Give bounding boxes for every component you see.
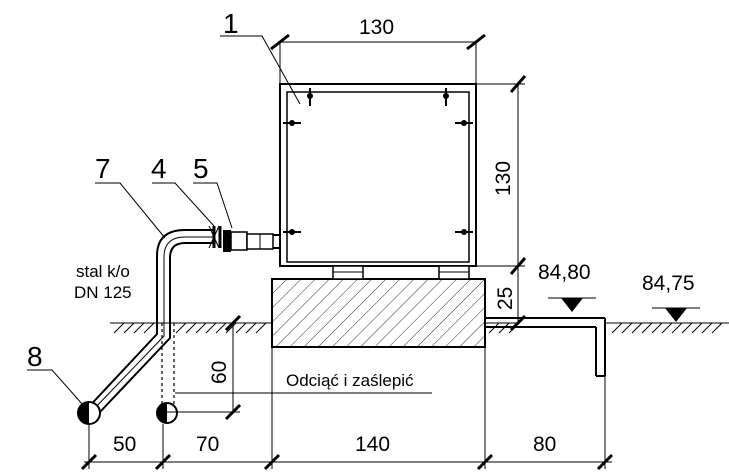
leader-lines — [27, 35, 301, 406]
equipment-cabinet — [279, 83, 477, 280]
elevation-b-text: 84,75 — [642, 272, 695, 295]
connector-item-5 — [223, 230, 280, 252]
pipe-material-text: stal k/o — [76, 262, 130, 281]
ground-hatch-left — [113, 322, 267, 334]
pipe-diameter-text: DN 125 — [74, 283, 132, 302]
pipe-run — [83, 229, 215, 413]
dim-bottom-70-text: 70 — [196, 433, 219, 456]
dim-depth — [167, 314, 242, 421]
flange-item-4 — [208, 225, 222, 249]
elevation-marker-icon — [652, 307, 700, 322]
bolt-icon — [443, 88, 449, 106]
outlet-pipe — [485, 317, 606, 377]
elevation-marker-icon — [548, 297, 596, 312]
dim-bottom-140-text: 140 — [355, 433, 390, 456]
dim-right-height-text: 130 — [492, 161, 515, 196]
dim-bottom-80-text: 80 — [533, 433, 556, 456]
bolt-icon — [283, 120, 301, 126]
cabinet-bolts — [283, 88, 473, 235]
label-item-7: 7 — [95, 153, 111, 184]
label-item-8: 8 — [27, 341, 43, 372]
bolt-icon — [283, 229, 301, 235]
abandoned-pipe — [161, 323, 175, 405]
pipe-section-right — [156, 402, 178, 424]
bolt-icon — [455, 120, 473, 126]
foundation — [271, 278, 486, 348]
cut-off-note-text: Odciąć i zaślepić — [286, 371, 414, 390]
dim-top-width — [270, 33, 486, 84]
pipe-section-left — [77, 401, 101, 425]
label-item-4: 4 — [151, 153, 167, 184]
dim-foundation — [509, 266, 527, 332]
ground-hatch-right — [611, 322, 723, 334]
label-item-1: 1 — [223, 8, 239, 39]
label-item-5: 5 — [193, 153, 209, 184]
dim-bottom-chain — [80, 347, 614, 471]
dim-foundation-text: 25 — [494, 287, 517, 310]
dim-top-width-text: 130 — [359, 16, 394, 39]
elevation-a-text: 84,80 — [538, 261, 591, 284]
bolt-icon — [307, 88, 313, 106]
dim-depth-text: 60 — [208, 361, 231, 384]
dim-bottom-50-text: 50 — [113, 433, 136, 456]
bolt-icon — [455, 229, 473, 235]
